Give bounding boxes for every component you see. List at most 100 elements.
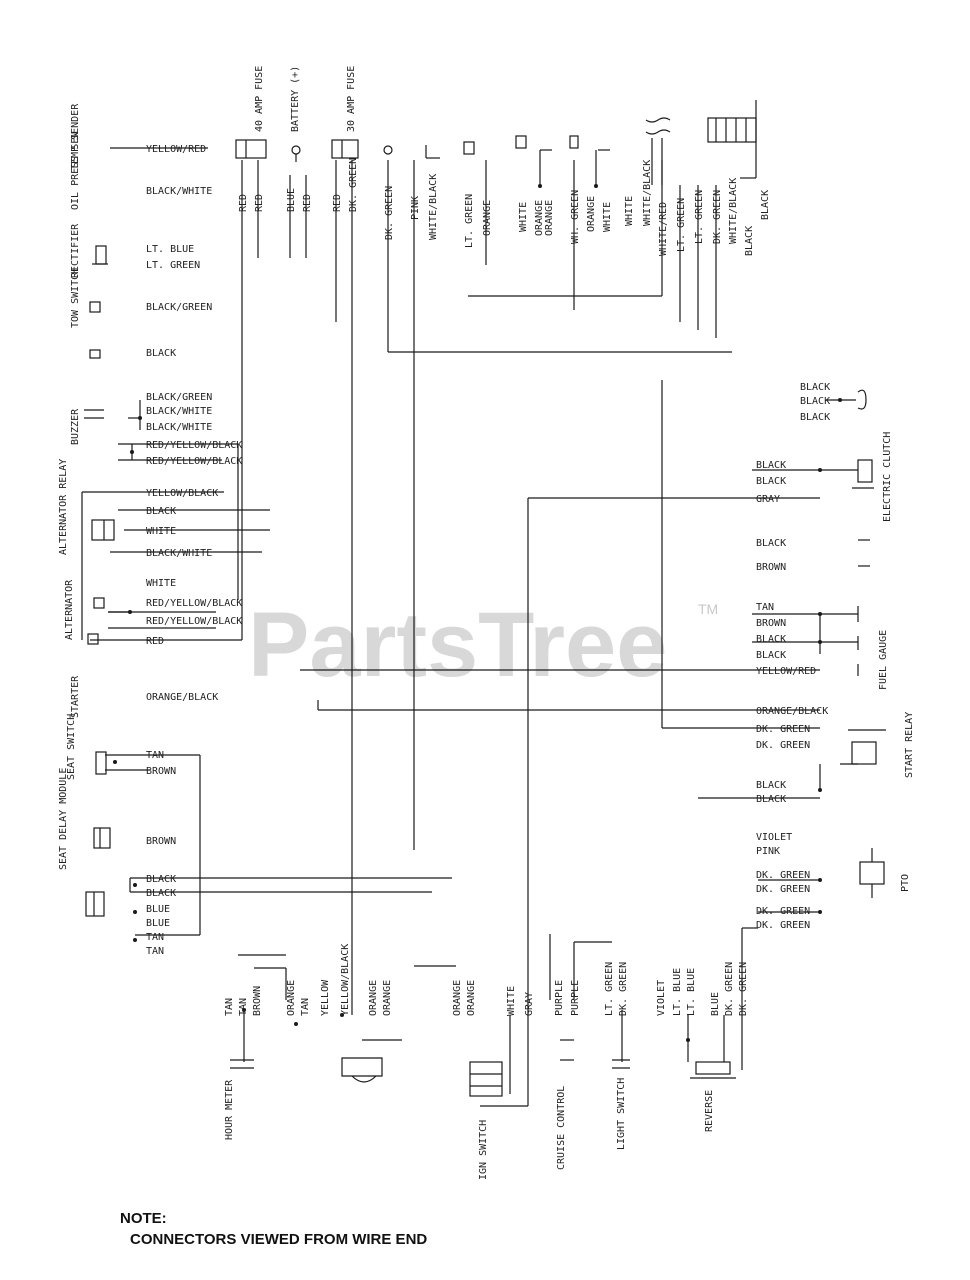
wire-label: RED: [254, 194, 265, 212]
wire-label: BLACK: [146, 874, 176, 885]
wire-label: ORANGE: [382, 980, 393, 1016]
wire-label: DK. GREEN: [712, 190, 723, 244]
wire-label: LT. GREEN: [604, 962, 615, 1016]
wire-label: GRAY: [524, 992, 535, 1016]
wires: [81, 100, 858, 1107]
label-pto: PTO: [900, 874, 911, 892]
wire-label: WHITE: [146, 578, 176, 589]
wire-label: BROWN: [756, 562, 786, 573]
wire-label: RED: [146, 636, 164, 647]
wire-label: BLACK: [756, 476, 786, 487]
label-battery: BATTERY (+): [290, 66, 301, 132]
label-light-switch: LIGHT SWITCH: [616, 1078, 627, 1150]
wire-label: RED/YELLOW/BLACK: [146, 616, 242, 627]
watermark-tm: TM: [698, 601, 718, 617]
wire-label: PURPLE: [554, 980, 565, 1016]
wire-label: YELLOW: [320, 979, 331, 1016]
wire-label: LT. GREEN: [464, 194, 475, 248]
wire-label: DK. GREEN: [756, 920, 810, 931]
wire-label: DK. GREEN: [756, 884, 810, 895]
wire-label: RED/YELLOW/BLACK: [146, 598, 242, 609]
wire-label: BLACK: [760, 190, 771, 220]
wire-label: ORANGE: [452, 980, 463, 1016]
wire-label: BLACK/WHITE: [146, 422, 212, 433]
wire-label: BLACK: [800, 382, 830, 393]
label-cruise-control: CRUISE CONTROL: [556, 1086, 567, 1170]
wire-label: BLACK: [756, 538, 786, 549]
wire-label: VIOLET: [756, 832, 792, 843]
wire-label: BLACK: [146, 506, 176, 517]
wire-label: BLACK: [756, 634, 786, 645]
wire-label: WHITE: [624, 196, 635, 226]
wire-label: BLACK: [744, 226, 755, 256]
label-hour-meter: HOUR METER: [224, 1079, 235, 1140]
component-names: TEMP SENDER OIL PRESS SEN RECTIFIER TOW …: [58, 66, 915, 1180]
wire-label: WHITE: [518, 202, 529, 232]
label-fuel-gauge: FUEL GAUGE: [878, 630, 889, 690]
wire-label: TAN: [238, 998, 249, 1016]
wire-label: ORANGE: [368, 980, 379, 1016]
wire-label: TAN: [146, 750, 164, 761]
wire-label: BLUE: [286, 188, 297, 212]
wire-label: BLACK: [756, 460, 786, 471]
wire-label: BLACK: [800, 412, 830, 423]
wire-label: BLACK/GREEN: [146, 392, 212, 403]
wire-label: TAN: [146, 932, 164, 943]
wire-label: PURPLE: [570, 980, 581, 1016]
wire-label: WH. GREEN: [570, 190, 581, 244]
wire-label: BLUE: [710, 992, 721, 1016]
wire-label: DK. GREEN: [384, 186, 395, 240]
wire-label: DK. GREEN: [756, 724, 810, 735]
wire-label: TAN: [756, 602, 774, 613]
wire-label: BROWN: [756, 618, 786, 629]
wire-label: RED: [238, 194, 249, 212]
wire-label: BROWN: [146, 766, 176, 777]
wire-label: RED/YELLOW/BLACK: [146, 440, 242, 451]
label-start-relay: START RELAY: [904, 712, 915, 778]
wire-label: BLUE: [146, 918, 170, 929]
wire-label: BLACK/WHITE: [146, 406, 212, 417]
label-oil-press-sender: OIL PRESS SEN: [70, 132, 81, 210]
wire-label: WHITE/BLACK: [428, 174, 439, 240]
wire-label: VIOLET: [656, 980, 667, 1016]
wire-label: ORANGE/BLACK: [146, 692, 218, 703]
wire-label: LT. GREEN: [146, 260, 200, 271]
wire-label: LT. GREEN: [676, 198, 687, 252]
component-symbols: [84, 117, 886, 1097]
wire-label: BROWN: [252, 986, 263, 1016]
wire-label: TAN: [146, 946, 164, 957]
note-title: NOTE:: [120, 1210, 167, 1227]
wire-label: DK. GREEN: [724, 962, 735, 1016]
wire-label: BLACK: [146, 888, 176, 899]
wire-label: LT. BLUE: [146, 244, 194, 255]
wire-label: DK. GREEN: [756, 870, 810, 881]
label-seat-delay-module: SEAT DELAY MODULE: [58, 768, 69, 870]
label-40amp-fuse: 40 AMP FUSE: [254, 66, 265, 132]
label-tow-switch: TOW SWITCH: [70, 268, 81, 328]
wire-label: DK. GREEN: [348, 158, 359, 212]
wire-label: TAN: [224, 998, 235, 1016]
wire-label: LT. GREEN: [694, 190, 705, 244]
wire-label: WHITE: [146, 526, 176, 537]
wire-label: BLACK: [756, 794, 786, 805]
wire-label: GRAY: [756, 494, 780, 505]
label-alternator-relay: ALTERNATOR RELAY: [58, 459, 69, 555]
wire-label: BLACK: [800, 396, 830, 407]
label-ign-switch: IGN SWITCH: [478, 1120, 489, 1180]
label-seat-switch: SEAT SWITCH: [66, 714, 77, 780]
wire-labels: YELLOW/RED BLACK/WHITE LT. BLUE LT. GREE…: [146, 144, 830, 1016]
wire-label: BLACK: [146, 348, 176, 359]
wire-label: WHITE/BLACK: [728, 178, 739, 244]
wire-label: BROWN: [146, 836, 176, 847]
wire-label: WHITE/RED: [658, 202, 669, 256]
wire-label: ORANGE: [286, 980, 297, 1016]
wire-label: YELLOW/BLACK: [146, 488, 218, 499]
wire-label: TAN: [300, 998, 311, 1016]
note-text: CONNECTORS VIEWED FROM WIRE END: [130, 1231, 428, 1248]
wire-label: BLACK: [756, 650, 786, 661]
wire-label: YELLOW/BLACK: [340, 944, 351, 1016]
wire-label: PINK: [410, 196, 421, 220]
wire-label: ORANGE: [482, 200, 493, 236]
wire-label: DK. GREEN: [756, 740, 810, 751]
